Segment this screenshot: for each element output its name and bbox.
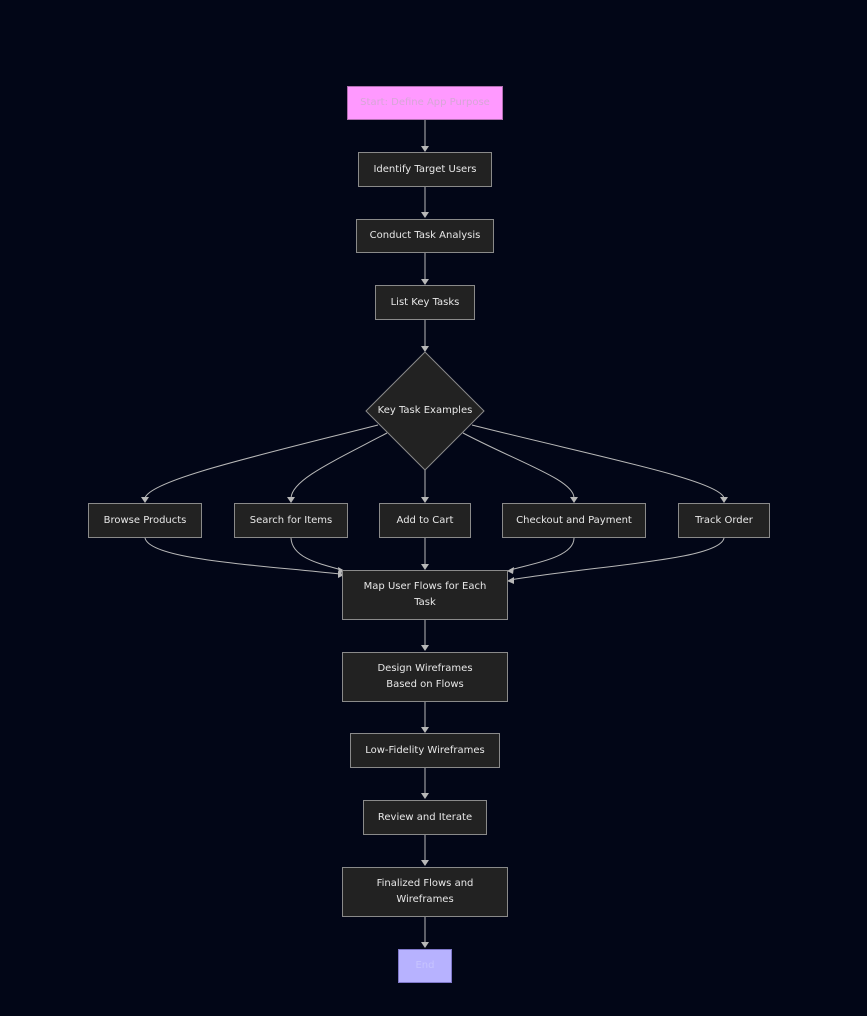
arrowhead-addcart-map	[421, 564, 429, 570]
node-list-label: List Key Tasks	[390, 296, 460, 308]
arrowhead-final-end	[421, 942, 429, 948]
node-end-label: End	[415, 960, 435, 971]
node-low-fidelity-wireframes: Low-Fidelity Wireframes	[350, 733, 500, 768]
arrowhead-identify-analysis	[421, 212, 429, 218]
edge-checkout-map	[509, 537, 575, 571]
node-browse-label: Browse Products	[103, 514, 187, 526]
edge-search-map	[290, 537, 343, 571]
node-lofi-label: Low-Fidelity Wireframes	[365, 744, 485, 756]
arrowhead-decision-browse	[141, 497, 149, 503]
arrowhead-review-final	[421, 860, 429, 866]
edge-decision-search	[290, 432, 388, 499]
edge-decision-track	[471, 424, 725, 499]
node-search-label: Search for Items	[249, 514, 333, 526]
arrowhead-decision-search	[287, 497, 295, 503]
node-identify-target-users: Identify Target Users	[358, 152, 492, 187]
arrowhead-design-lofi	[421, 727, 429, 733]
node-map-label: Map User Flows for Each Task	[363, 581, 487, 608]
node-review-and-iterate: Review and Iterate	[363, 800, 487, 835]
node-add-to-cart: Add to Cart	[379, 503, 471, 538]
node-end: End	[398, 949, 452, 983]
arrowhead-decision-track	[720, 497, 728, 503]
arrowhead-start-identify	[421, 146, 429, 152]
node-start: Start: Define App Purpose	[347, 86, 503, 120]
arrowhead-map-design	[421, 645, 429, 651]
node-map-user-flows: Map User Flows for Each Task	[342, 570, 508, 620]
node-track-order: Track Order	[678, 503, 770, 538]
arrowhead-list-decision	[421, 346, 429, 352]
node-design-label: Design Wireframes Based on Flows	[377, 663, 473, 690]
edge-track-map	[509, 537, 725, 581]
arrowhead-lofi-review	[421, 793, 429, 799]
decision-label-text: Key Task Examples	[377, 405, 473, 416]
node-list-key-tasks: List Key Tasks	[375, 285, 475, 320]
node-review-label: Review and Iterate	[377, 811, 473, 823]
node-addcart-label: Add to Cart	[396, 514, 454, 526]
node-track-label: Track Order	[695, 514, 753, 526]
arrowhead-analysis-list	[421, 279, 429, 285]
edge-decision-browse	[144, 424, 379, 499]
node-finalized-label: Finalized Flows and Wireframes	[376, 878, 474, 905]
node-design-wireframes: Design Wireframes Based on Flows	[342, 652, 508, 702]
node-checkout-and-payment: Checkout and Payment	[502, 503, 646, 538]
node-search-for-items: Search for Items	[234, 503, 348, 538]
arrowhead-search-map	[338, 567, 345, 574]
arrowhead-checkout-map	[507, 567, 514, 574]
node-start-label: Start: Define App Purpose	[360, 97, 490, 108]
arrowhead-decision-addcart	[421, 497, 429, 503]
node-identify-label: Identify Target Users	[373, 163, 477, 175]
node-checkout-label: Checkout and Payment	[516, 514, 632, 526]
edge-browse-map	[144, 537, 341, 575]
node-finalized-flows: Finalized Flows and Wireframes	[342, 867, 508, 917]
edge-decision-checkout	[462, 432, 575, 499]
node-conduct-task-analysis: Conduct Task Analysis	[356, 219, 494, 253]
node-browse-products: Browse Products	[88, 503, 202, 538]
decision-label: Key Task Examples	[366, 395, 484, 427]
arrowhead-decision-checkout	[570, 497, 578, 503]
node-analysis-label: Conduct Task Analysis	[369, 230, 481, 241]
arrowhead-track-map	[507, 577, 514, 584]
